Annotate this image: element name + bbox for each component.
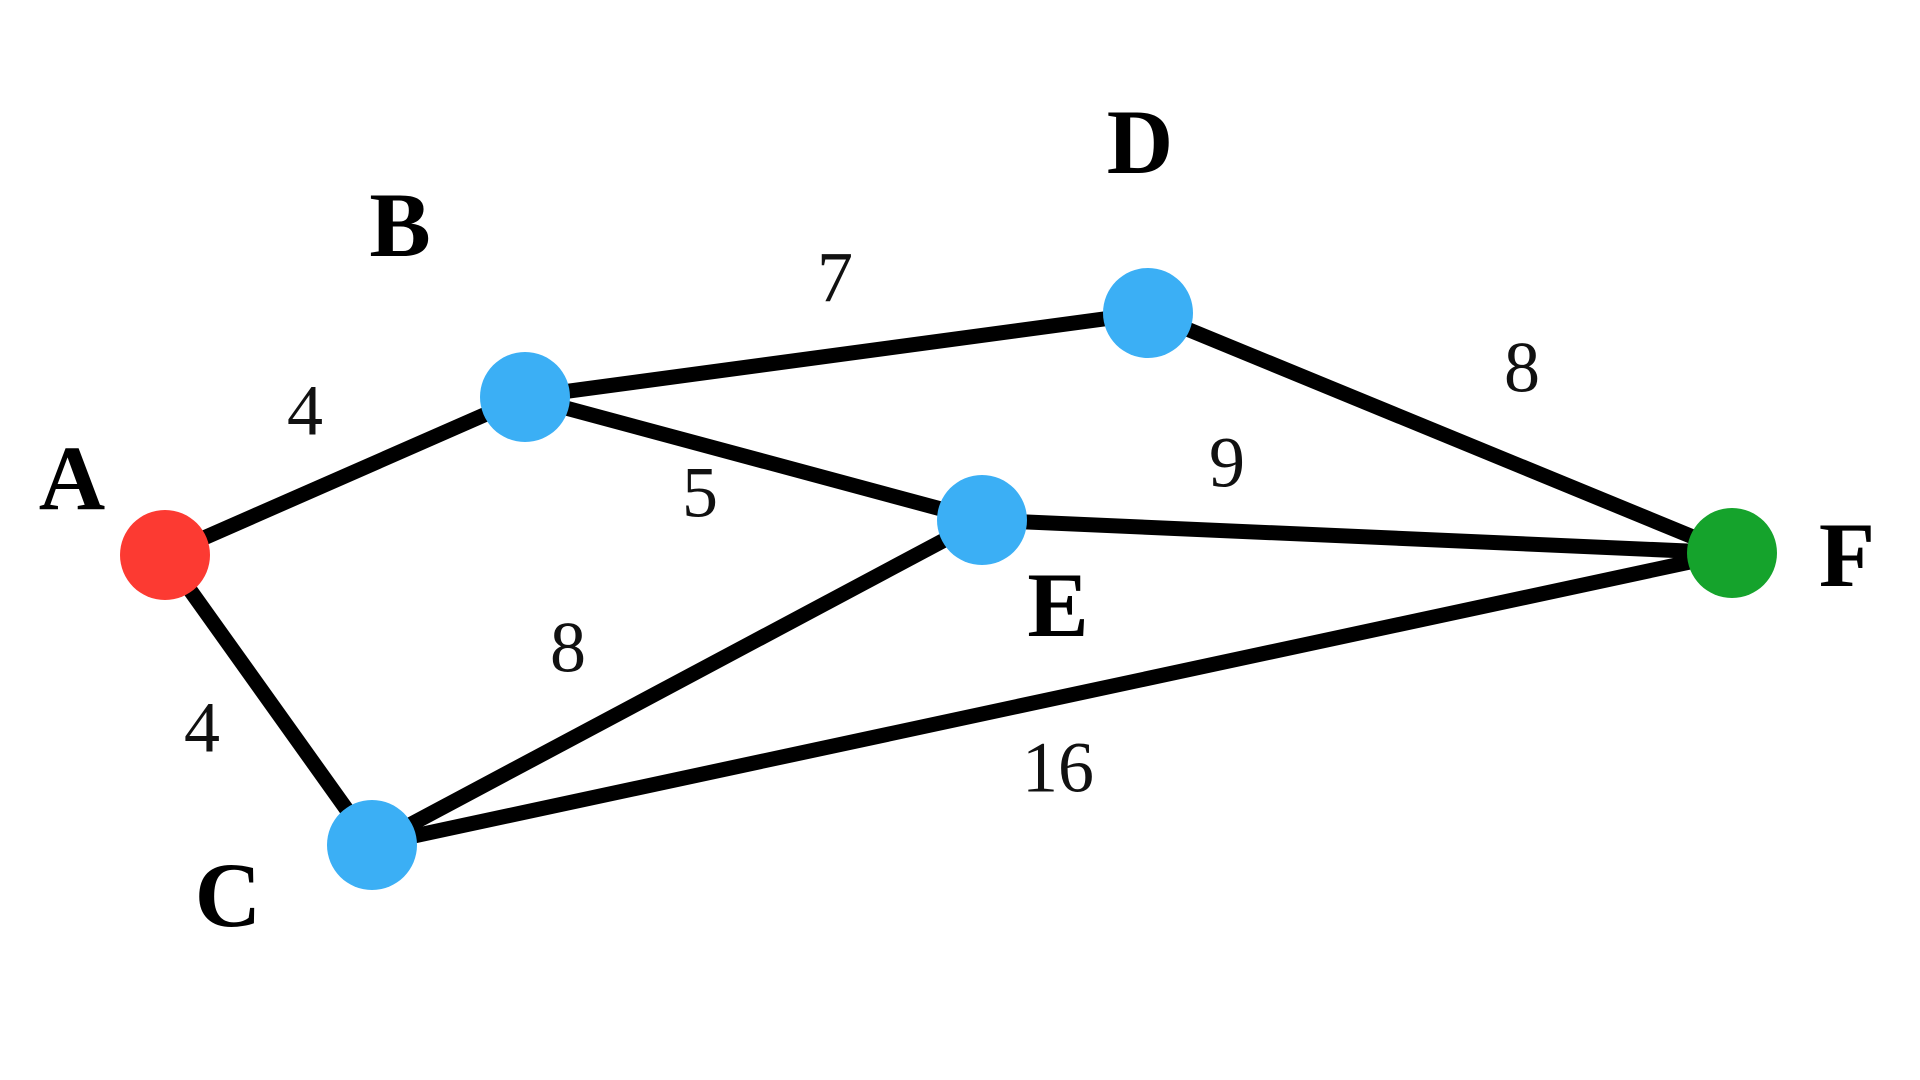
edges-layer: [158, 305, 1735, 853]
node-label-a: A: [39, 427, 105, 529]
edge-a-b: [161, 390, 529, 562]
node-d[interactable]: [1103, 268, 1193, 358]
edge-weight-a-c: 4: [184, 688, 220, 768]
node-label-e: E: [1027, 554, 1088, 656]
edge-weight-b-e: 5: [682, 453, 718, 533]
edge-c-f: [370, 545, 1734, 853]
node-label-d: D: [1107, 91, 1173, 193]
edge-a-c: [158, 550, 379, 850]
edge-weight-a-b: 4: [287, 371, 323, 451]
edge-c-e: [368, 513, 986, 852]
edge-weight-d-f: 8: [1504, 328, 1540, 408]
edge-b-d: [523, 305, 1150, 405]
edge-d-f: [1145, 306, 1735, 560]
node-f[interactable]: [1687, 508, 1777, 598]
node-labels-layer: A B C D E F: [39, 91, 1875, 946]
node-a[interactable]: [120, 510, 210, 600]
edge-weight-c-e: 8: [550, 608, 586, 688]
node-label-f: F: [1819, 504, 1875, 606]
edge-weight-e-f: 9: [1209, 423, 1245, 503]
node-label-c: C: [195, 844, 261, 946]
edge-labels-layer: 4 4 7 5 8 16 8 9: [184, 238, 1540, 808]
edge-weight-b-d: 7: [817, 238, 853, 318]
edge-e-f: [981, 512, 1733, 561]
edge-b-e: [523, 389, 984, 528]
node-b[interactable]: [480, 352, 570, 442]
node-e[interactable]: [937, 475, 1027, 565]
node-c[interactable]: [327, 800, 417, 890]
nodes-layer: [120, 268, 1777, 890]
edge-weight-c-f: 16: [1022, 728, 1094, 808]
node-label-b: B: [369, 174, 430, 276]
